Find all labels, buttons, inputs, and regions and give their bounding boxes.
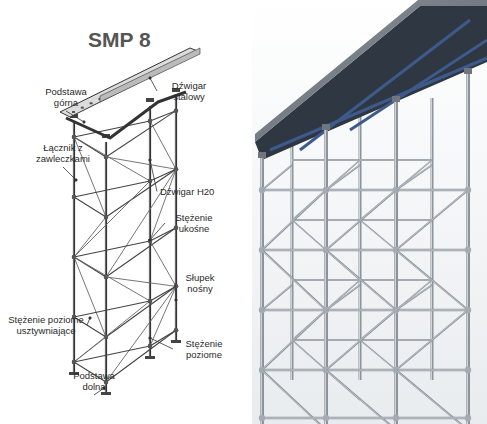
leader-dot xyxy=(149,159,151,161)
leader-line xyxy=(150,78,157,91)
render-scaffold xyxy=(255,0,487,424)
part-label: Stężenie ukośne xyxy=(168,212,220,234)
leader-dot xyxy=(89,317,91,319)
part-label: Dźwigar stalowy xyxy=(160,80,218,102)
leader-line xyxy=(66,111,84,122)
leader-dot xyxy=(149,77,151,79)
part-label: Słupek nośny xyxy=(178,272,222,294)
slab xyxy=(255,6,487,160)
leader-dot xyxy=(75,179,77,181)
part-label: Stężenie poziome usztywniające xyxy=(8,314,84,336)
leader-line xyxy=(150,223,165,240)
render-ground xyxy=(252,0,487,424)
part-label: Podstawa górna xyxy=(40,86,92,108)
leader-line xyxy=(150,338,173,349)
diagram-title: SMP 8 xyxy=(88,28,151,52)
part-label: Łącznik z zawleczkami xyxy=(30,142,96,164)
leader-dot xyxy=(149,337,151,339)
leader-line xyxy=(150,160,157,192)
leader-dot xyxy=(83,121,85,123)
leader-line xyxy=(63,167,76,180)
leader-lines xyxy=(63,77,177,395)
leader-line xyxy=(175,283,176,300)
part-label: Dźwigar H20 xyxy=(160,186,224,197)
leader-dot xyxy=(149,239,151,241)
part-label: Podstawa dolna xyxy=(72,370,116,392)
leader-dot xyxy=(175,299,177,301)
part-label: Stężenie poziome xyxy=(176,338,232,360)
